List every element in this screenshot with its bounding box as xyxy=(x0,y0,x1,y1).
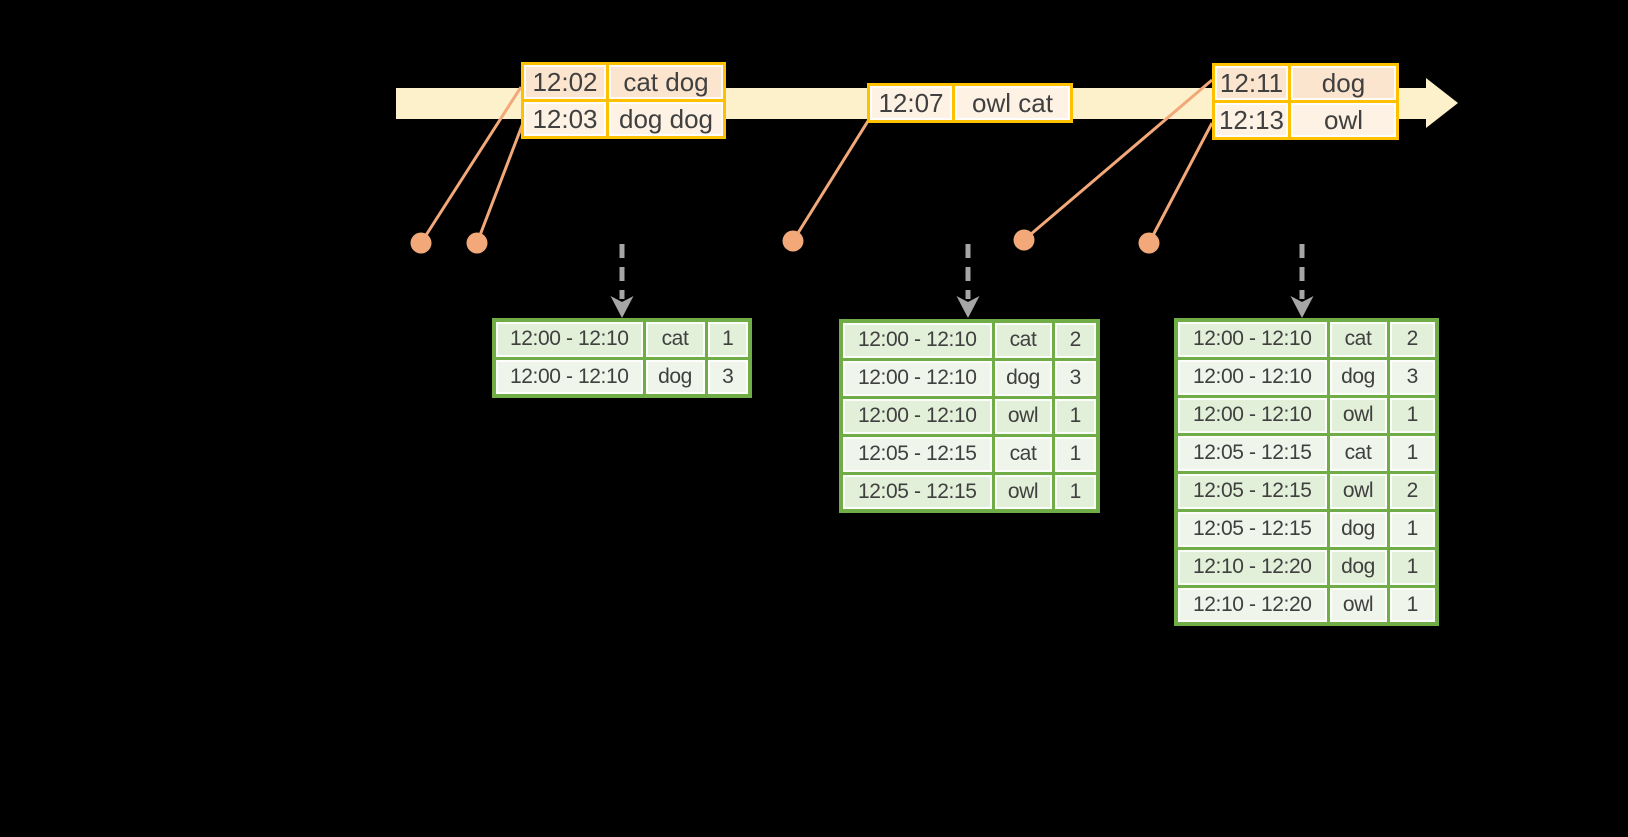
event-connector-line xyxy=(419,86,523,244)
count-cell: 1 xyxy=(704,318,752,360)
event-dot xyxy=(782,230,804,252)
window-cell: 12:00 - 12:10 xyxy=(839,395,995,437)
event-time-cell: 12:07 xyxy=(867,83,955,123)
word-cell: cat xyxy=(991,433,1055,475)
word-cell: dog xyxy=(1326,508,1390,550)
word-cell: owl xyxy=(1326,584,1390,626)
event-connector-line xyxy=(1147,122,1214,244)
count-cell: 1 xyxy=(1051,471,1100,513)
event-dot xyxy=(1138,232,1160,254)
word-cell: owl xyxy=(1326,470,1390,512)
window-cell: 12:00 - 12:10 xyxy=(492,356,646,398)
event-connector-line xyxy=(475,122,525,244)
trigger-arrowhead-icon xyxy=(956,296,980,318)
count-cell: 1 xyxy=(1386,394,1439,436)
event-time-cell: 12:11 xyxy=(1212,63,1291,103)
event-words-cell: cat dog xyxy=(606,62,726,102)
count-cell: 2 xyxy=(1386,318,1439,360)
window-cell: 12:00 - 12:10 xyxy=(1174,394,1330,436)
count-cell: 3 xyxy=(704,356,752,398)
window-cell: 12:00 - 12:10 xyxy=(839,319,995,361)
word-cell: cat xyxy=(1326,432,1390,474)
count-cell: 1 xyxy=(1051,395,1100,437)
event-words-cell: owl cat xyxy=(952,83,1073,123)
word-cell: owl xyxy=(991,395,1055,437)
event-time-cell: 12:03 xyxy=(521,99,609,139)
window-cell: 12:05 - 12:15 xyxy=(1174,470,1330,512)
count-cell: 1 xyxy=(1386,432,1439,474)
window-cell: 12:05 - 12:15 xyxy=(839,471,995,513)
word-cell: cat xyxy=(991,319,1055,361)
event-dot xyxy=(410,232,432,254)
count-cell: 3 xyxy=(1051,357,1100,399)
event-words-cell: owl xyxy=(1288,100,1399,140)
window-cell: 12:00 - 12:10 xyxy=(1174,356,1330,398)
word-cell: dog xyxy=(991,357,1055,399)
window-cell: 12:05 - 12:15 xyxy=(1174,508,1330,550)
count-cell: 1 xyxy=(1051,433,1100,475)
word-cell: dog xyxy=(642,356,708,398)
word-cell: dog xyxy=(1326,546,1390,588)
count-cell: 1 xyxy=(1386,584,1439,626)
event-connector-line xyxy=(791,120,870,242)
word-cell: owl xyxy=(1326,394,1390,436)
event-words-cell: dog xyxy=(1288,63,1399,103)
word-cell: owl xyxy=(991,471,1055,513)
event-dot xyxy=(1013,229,1035,251)
word-cell: cat xyxy=(642,318,708,360)
window-cell: 12:10 - 12:20 xyxy=(1174,584,1330,626)
count-cell: 3 xyxy=(1386,356,1439,398)
trigger-arrowhead-icon xyxy=(1290,296,1314,318)
timeline-arrowhead-icon xyxy=(1426,78,1458,128)
event-dot xyxy=(466,232,488,254)
count-cell: 2 xyxy=(1051,319,1100,361)
event-connector-line xyxy=(1023,78,1213,242)
event-words-cell: dog dog xyxy=(606,99,726,139)
word-cell: cat xyxy=(1326,318,1390,360)
count-cell: 1 xyxy=(1386,546,1439,588)
window-cell: 12:05 - 12:15 xyxy=(839,433,995,475)
trigger-arrowhead-icon xyxy=(610,296,634,318)
window-cell: 12:00 - 12:10 xyxy=(492,318,646,360)
window-cell: 12:05 - 12:15 xyxy=(1174,432,1330,474)
word-cell: dog xyxy=(1326,356,1390,398)
count-cell: 2 xyxy=(1386,470,1439,512)
window-cell: 12:00 - 12:10 xyxy=(839,357,995,399)
window-cell: 12:00 - 12:10 xyxy=(1174,318,1330,360)
event-time-cell: 12:13 xyxy=(1212,100,1291,140)
window-cell: 12:10 - 12:20 xyxy=(1174,546,1330,588)
count-cell: 1 xyxy=(1386,508,1439,550)
event-time-cell: 12:02 xyxy=(521,62,609,102)
